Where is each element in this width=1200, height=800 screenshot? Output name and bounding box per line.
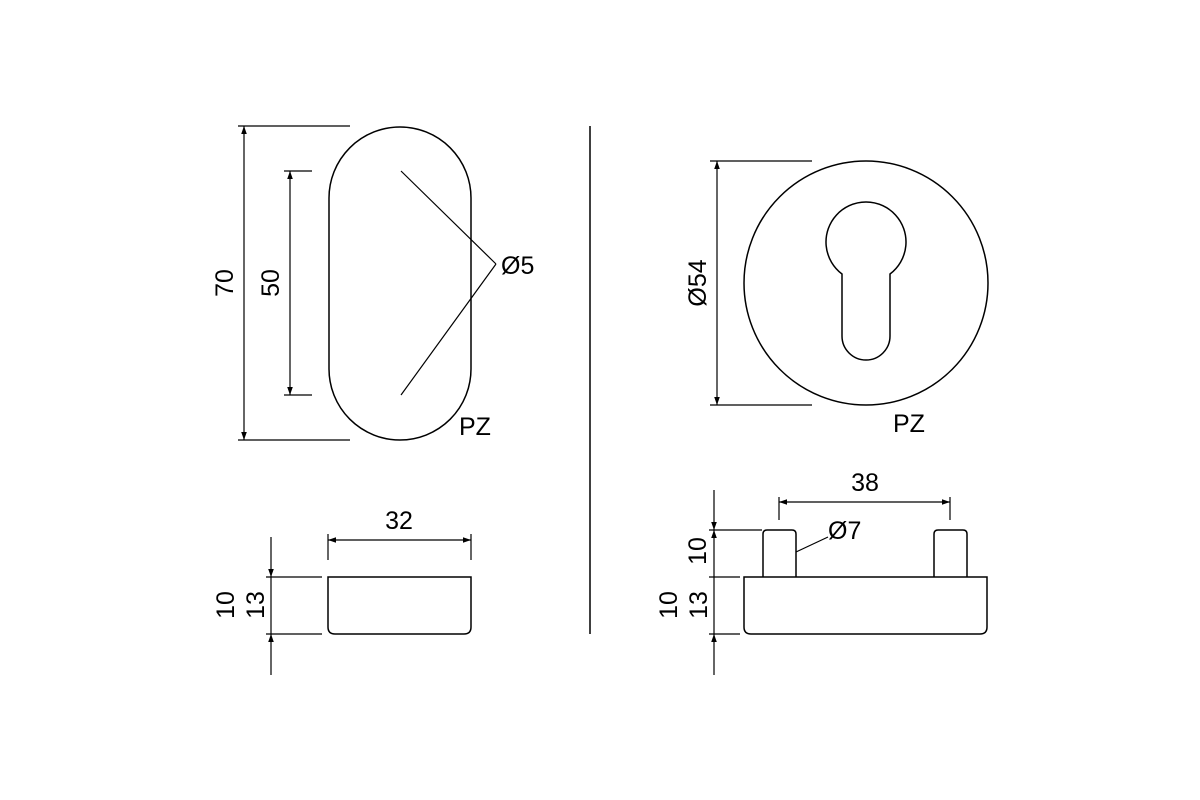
leader-hole-bottom [400,263,497,396]
dim-label-dia5: Ø5 [501,252,534,280]
oval-side-view: 32 10 13 [212,507,472,675]
oval-side-outline [327,576,472,635]
dim-label-38: 38 [851,469,879,497]
dim-label-70: 70 [211,269,239,297]
dim-label-round-13: 13 [685,591,713,619]
round-side-view: 38 Ø7 10 10 13 [655,469,988,675]
keyhole-profile-cylinder [825,201,907,361]
round-front-view: Ø54 PZ [684,160,989,438]
dim-label-pin-10: 10 [684,537,712,565]
oval-front-view: 70 50 Ø5 PZ [211,125,534,441]
dim-label-round-10: 10 [655,591,683,619]
leader-hole-top [400,170,497,265]
dim-label-32: 32 [385,507,413,535]
oval-outline [328,126,472,441]
dim-label-dia54: Ø54 [684,259,712,306]
dim-label-10: 10 [212,591,240,619]
dim-label-dia7: Ø7 [828,517,861,545]
leader-pin [795,536,829,553]
pin-right [933,529,968,577]
pin-left [762,529,797,577]
dim-label-13: 13 [242,591,270,619]
dim-label-50: 50 [257,269,285,297]
round-outline [743,160,989,406]
round-side-base [743,576,988,635]
type-label-round: PZ [893,410,925,438]
type-label-oval: PZ [459,413,491,441]
